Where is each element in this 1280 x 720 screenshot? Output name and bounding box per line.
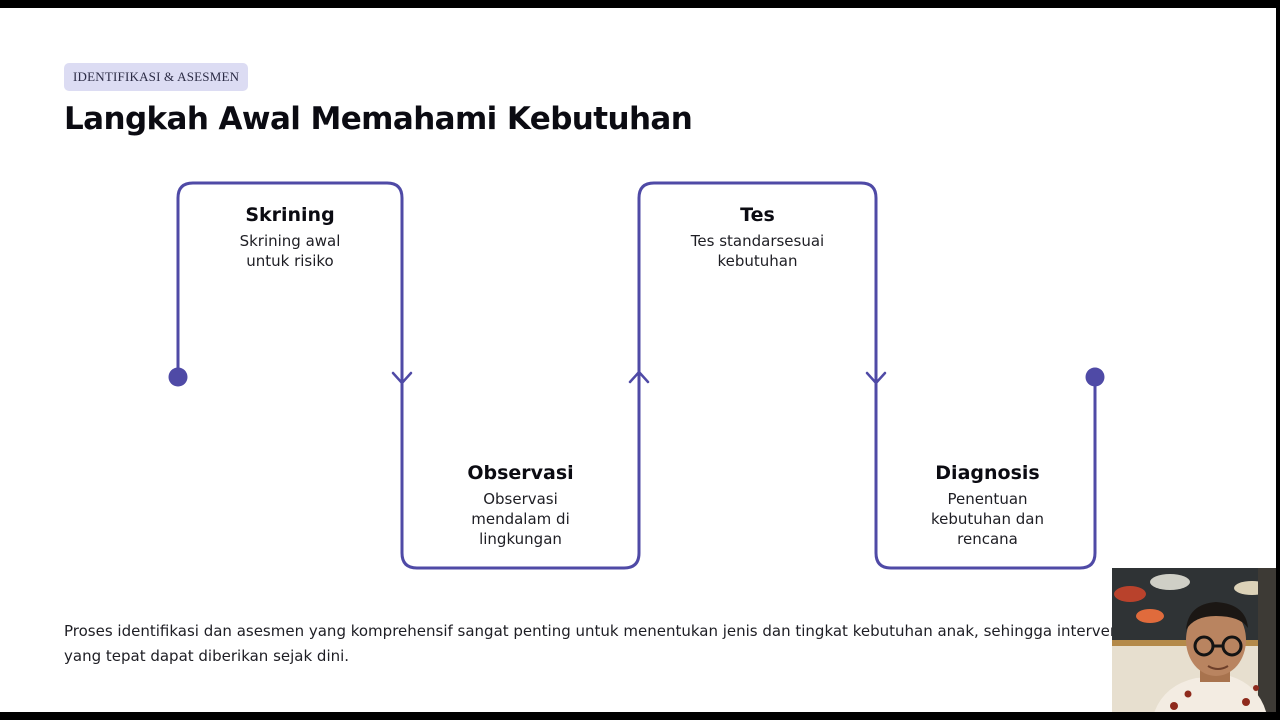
flow-start-dot <box>168 367 188 387</box>
step-description: Tes standarsesuai kebutuhan <box>690 232 825 270</box>
step-diagnosis: Diagnosis Penentuan kebutuhan dan rencan… <box>920 461 1055 549</box>
presenter-webcam <box>1112 568 1276 712</box>
step-description: Observasi mendalam di lingkungan <box>471 490 570 548</box>
flow-end-dot <box>1085 367 1105 387</box>
step-description: Skrining awal untuk risiko <box>239 232 341 270</box>
presenter-avatar-icon <box>1112 568 1276 712</box>
step-title: Observasi <box>467 462 574 484</box>
process-flow <box>168 181 1105 570</box>
section-tag: IDENTIFIKASI & ASESMEN <box>64 63 249 91</box>
slide-caption: Proses identifikasi dan asesmen yang kom… <box>64 622 1132 665</box>
slide-title: Langkah Awal Memahami Kebutuhan <box>64 101 693 137</box>
step-title: Skrining <box>245 204 335 226</box>
step-tes: Tes Tes standarsesuai kebutuhan <box>670 203 845 271</box>
slide: IDENTIFIKASI & ASESMEN Langkah Awal Mema… <box>0 8 1276 712</box>
step-observasi: Observasi Observasi mendalam di lingkung… <box>458 461 583 549</box>
step-skrining: Skrining Skrining awal untuk risiko <box>225 203 355 271</box>
flow-line <box>176 181 1097 570</box>
step-title: Tes <box>740 204 775 226</box>
arrow-down-icon <box>865 371 887 385</box>
arrow-up-icon <box>628 370 650 384</box>
step-description: Penentuan kebutuhan dan rencana <box>931 490 1044 548</box>
arrow-down-icon <box>391 371 413 385</box>
step-title: Diagnosis <box>935 462 1040 484</box>
